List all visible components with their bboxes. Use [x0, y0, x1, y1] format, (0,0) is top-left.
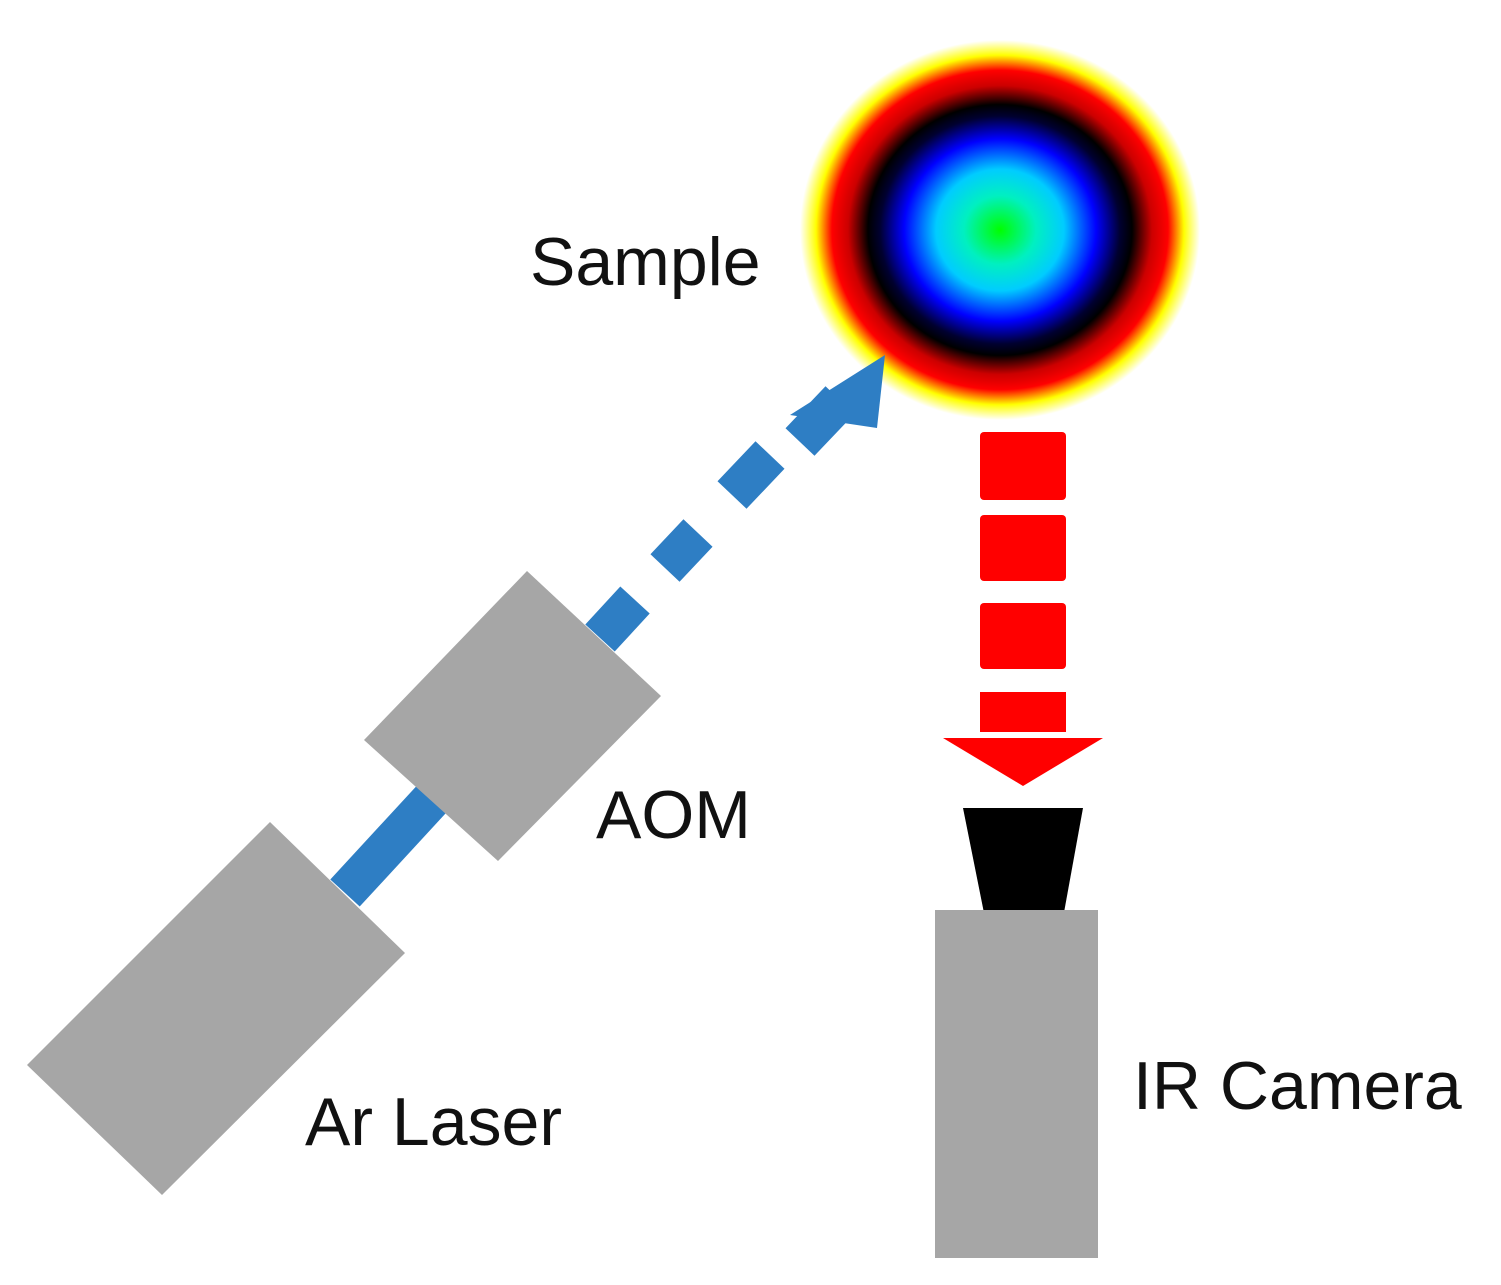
label-ir-camera: IR Camera — [1133, 1048, 1462, 1124]
laser-beam-solid — [330, 776, 455, 907]
ir-camera-lens — [963, 808, 1083, 918]
sample-heatmap — [800, 40, 1200, 420]
label-aom: AOM — [596, 777, 751, 853]
laser-beam-dashed — [585, 441, 785, 652]
aom-body — [364, 571, 661, 861]
label-ar-laser: Ar Laser — [305, 1084, 562, 1160]
ir-camera-body — [935, 910, 1098, 1258]
laser-arrow-shaft — [785, 386, 855, 456]
label-sample: Sample — [530, 224, 761, 300]
ar-laser-body — [27, 822, 405, 1195]
ir-emission-arrow — [943, 432, 1103, 786]
